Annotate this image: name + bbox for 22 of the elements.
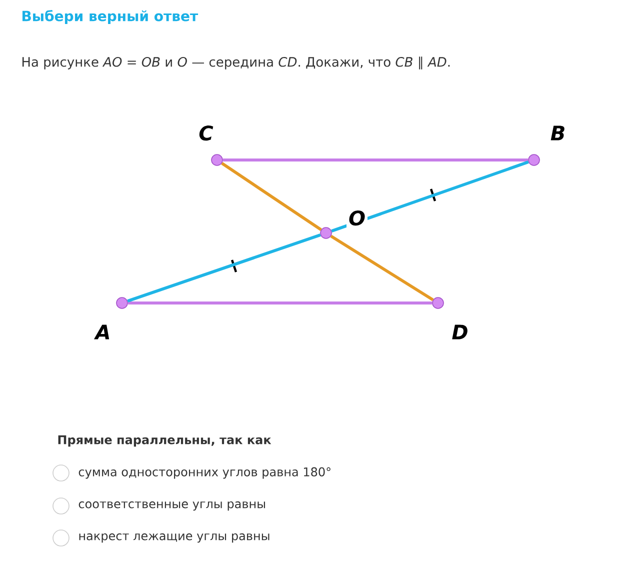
line-segment [127,234,321,302]
heading: Выбери верный ответ [22,10,198,24]
line-segment [128,302,432,304]
line-segment [331,160,529,232]
option-text: сумма односторонних углов равна 180° [78,467,330,479]
option-text: соответственные углы равны [78,501,265,511]
point-letter: D [450,322,470,342]
point-letter: B [548,124,568,142]
point-letter: A [93,322,113,342]
point-dot [211,154,223,166]
line-segment [222,158,528,162]
line-segment [330,234,434,302]
point-dot [528,154,540,166]
question-text: Прямые параллельны, так как [58,435,272,447]
line-segment [221,162,322,231]
option-text: накрест лежащие углы равны [79,533,270,543]
point-letter: O [346,208,368,228]
problem-text: На рисунке AO = OB и O — середина CD. Докажи, что CB ∥ AD. [22,56,450,70]
point-dot [432,297,444,309]
point-dot [320,227,332,239]
point-letter: C [196,123,216,143]
point-dot [116,297,128,309]
